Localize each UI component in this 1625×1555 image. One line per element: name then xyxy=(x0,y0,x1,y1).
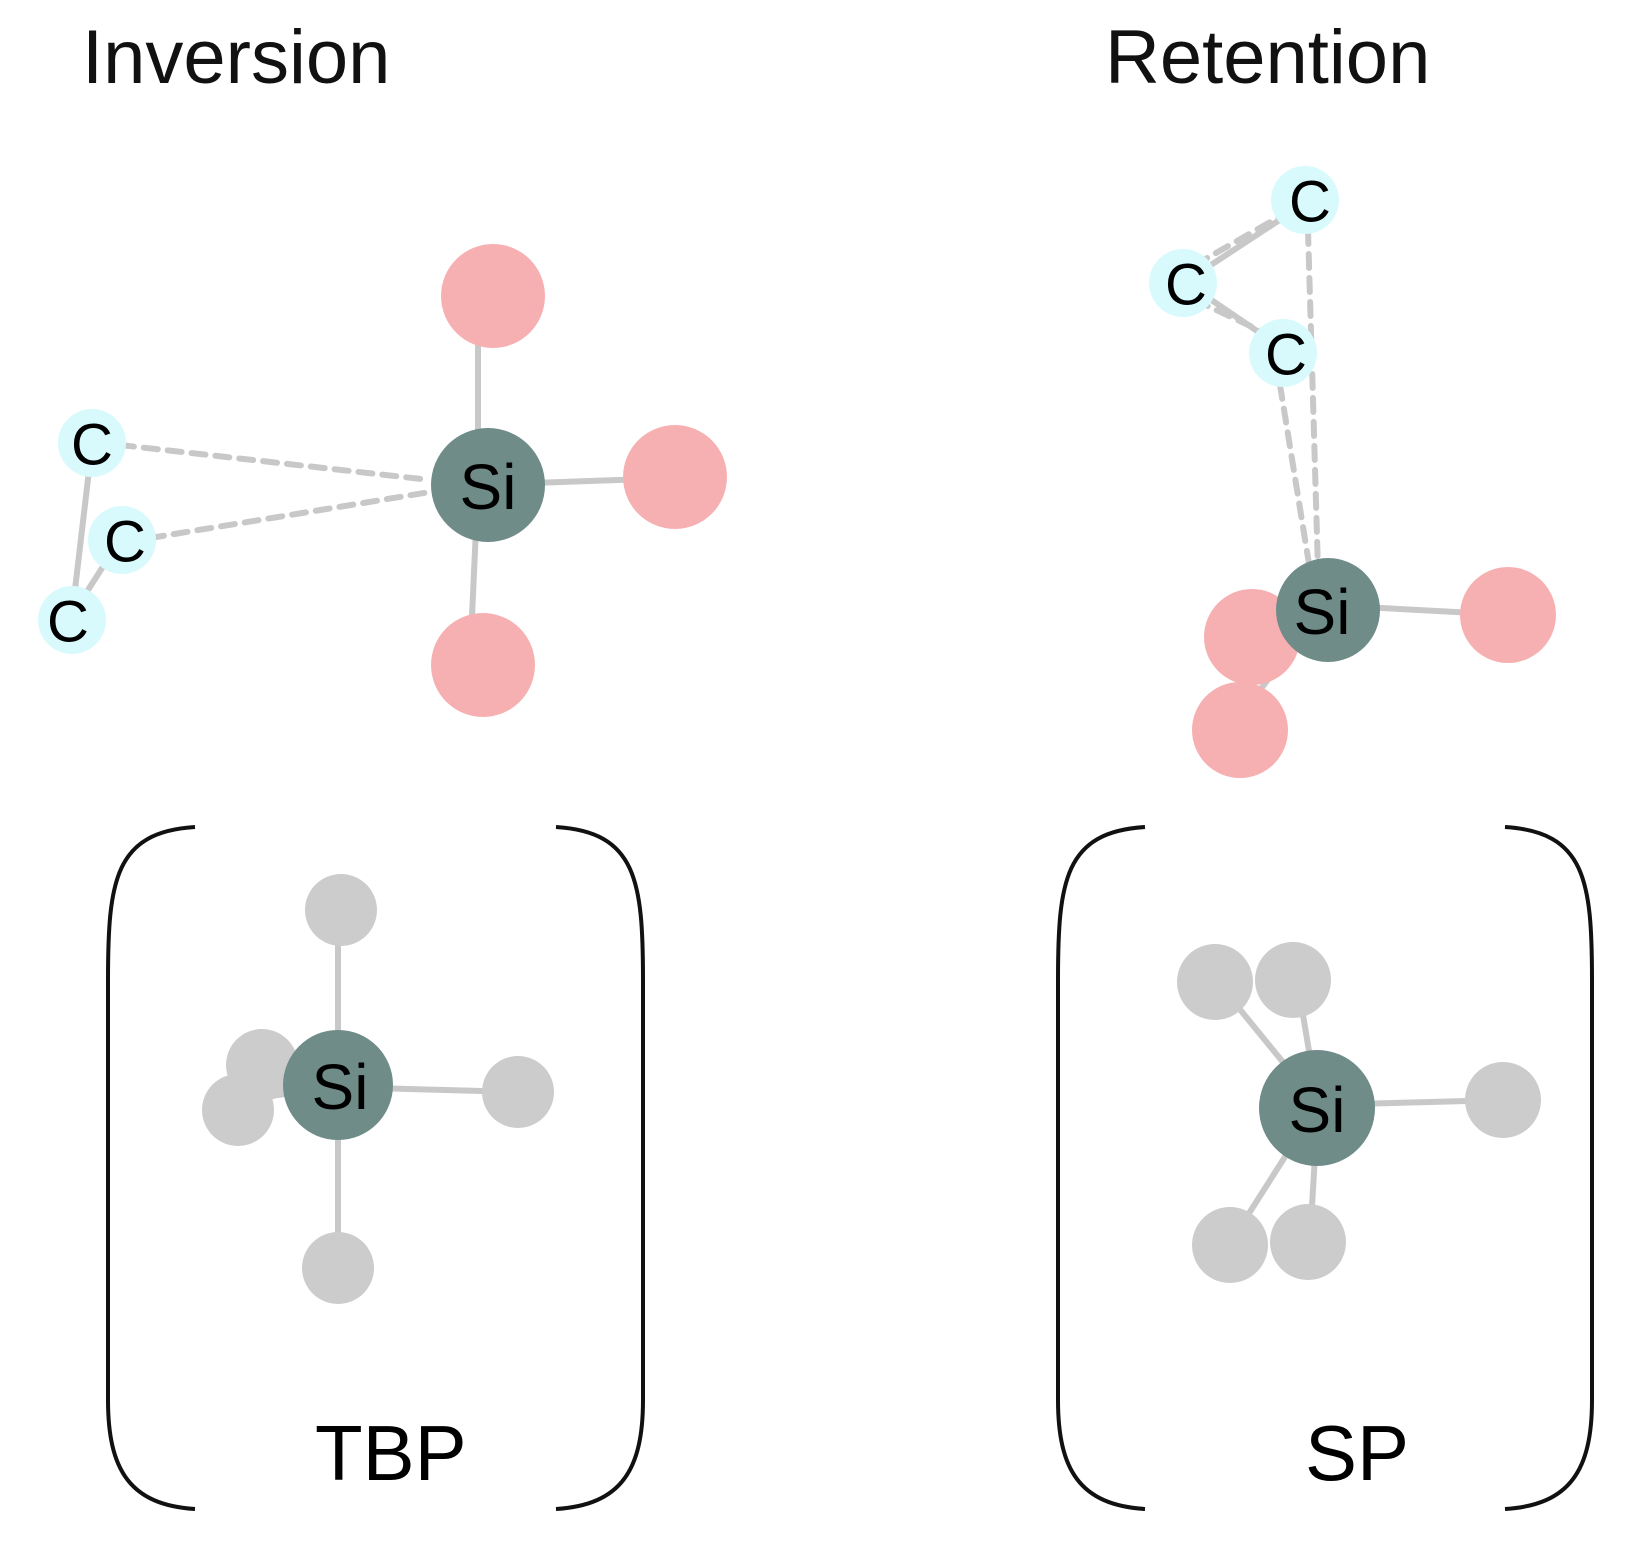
retention-title: Retention xyxy=(1105,15,1430,100)
geometry-label: TBP xyxy=(315,1409,467,1497)
right-bracket xyxy=(1504,825,1594,1511)
geometry-label: SP xyxy=(1305,1409,1409,1497)
carbon-atom xyxy=(38,586,106,654)
inversion-transition-state: Si TBP xyxy=(106,825,645,1511)
ts-ligand xyxy=(482,1056,554,1128)
retention-transition-state: Si SP xyxy=(1056,825,1594,1511)
silicon-atom xyxy=(1276,558,1380,662)
ts-ligand xyxy=(1255,942,1331,1018)
inversion-title: Inversion xyxy=(82,15,390,100)
right-bracket xyxy=(555,825,645,1511)
carbon-label: C xyxy=(71,413,113,478)
c-si-partial-bond xyxy=(1277,382,1313,573)
ts-ligand xyxy=(202,1074,274,1146)
ts-ligand xyxy=(302,1232,374,1304)
ts-ligand xyxy=(1270,1204,1346,1280)
ts-silicon-label: Si xyxy=(1289,1074,1346,1146)
oxygen-atom xyxy=(1204,589,1300,685)
carbon-atom xyxy=(1271,166,1339,234)
silicon-label: Si xyxy=(460,451,517,523)
ts-silicon-atom xyxy=(283,1030,393,1140)
carbon-atom xyxy=(88,506,156,574)
oxygen-atom-top xyxy=(441,244,545,348)
c-si-partial-bond xyxy=(147,489,433,541)
carbon-label: C xyxy=(47,590,89,655)
ts-ligand xyxy=(305,874,377,946)
carbon-atom xyxy=(58,409,126,477)
silicon-label: Si xyxy=(1294,576,1351,648)
c-si-partial-bond xyxy=(1305,227,1321,573)
carbon-label: C xyxy=(104,510,146,575)
carbon-label: C xyxy=(1165,253,1207,318)
oxygen-atom-bottom xyxy=(431,613,535,717)
c-si-partial-bond xyxy=(117,442,433,483)
carbon-atom xyxy=(1249,319,1317,387)
left-bracket xyxy=(1056,825,1146,1511)
ts-silicon-atom xyxy=(1259,1050,1375,1166)
ts-ligand xyxy=(1177,944,1253,1020)
carbon-label: C xyxy=(1265,323,1307,388)
oxygen-atom-right xyxy=(623,425,727,529)
retention-molecule: Si C C C xyxy=(1149,166,1556,778)
oxygen-atom xyxy=(1460,567,1556,663)
carbon-label: C xyxy=(1289,170,1331,235)
oxygen-atom xyxy=(1192,682,1288,778)
ts-ligand xyxy=(1192,1207,1268,1283)
ts-ligand xyxy=(1465,1062,1541,1138)
carbon-atom xyxy=(1149,249,1217,317)
ts-silicon-label: Si xyxy=(312,1051,369,1123)
inversion-molecule: Si C C C xyxy=(38,244,727,717)
silicon-atom xyxy=(431,428,545,542)
left-bracket xyxy=(106,825,196,1511)
